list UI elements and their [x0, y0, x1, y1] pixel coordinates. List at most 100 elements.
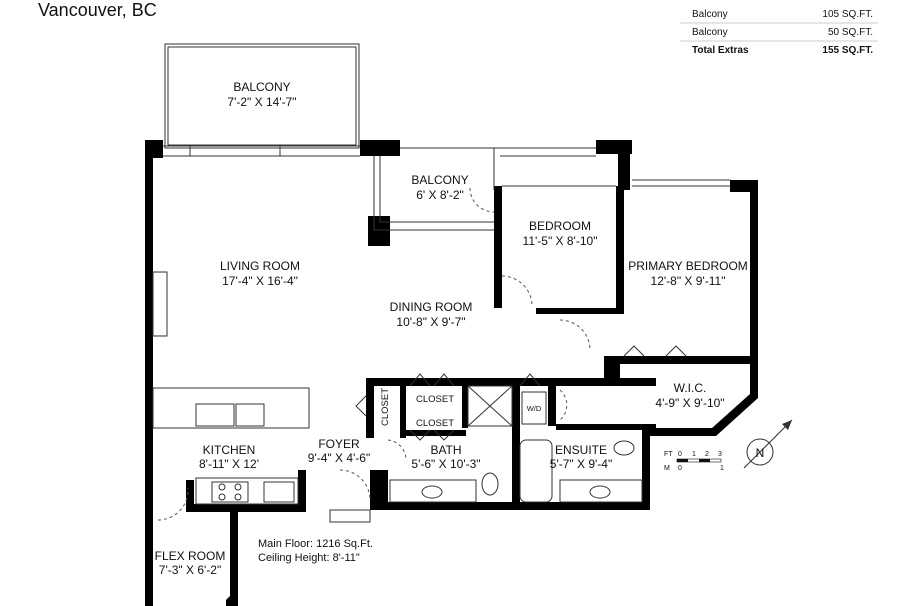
extras-total-value: 155 SQ.FT. — [822, 45, 873, 56]
closet-label-bottom: CLOSET — [416, 418, 454, 429]
bifold-door — [519, 373, 541, 387]
ensuite-toilet — [613, 440, 635, 456]
wall-kitchen-south — [186, 504, 306, 512]
bifold-door — [665, 345, 687, 357]
room-name-balcony-small: BALCONY — [411, 173, 468, 187]
bifold-door — [409, 429, 431, 441]
closet-label-top: CLOSET — [416, 394, 454, 405]
room-name-dining-room: DINING ROOM — [390, 300, 473, 314]
compass-needle — [743, 419, 793, 469]
wall-wd-east — [548, 378, 556, 426]
bifold-door — [433, 373, 455, 387]
compass-ring — [746, 438, 774, 466]
shower-x — [467, 385, 513, 427]
walls — [145, 140, 758, 606]
balcony-main-inner — [167, 46, 357, 146]
bifold-door — [355, 395, 367, 417]
bath-sink — [421, 485, 443, 499]
room-dims-balcony-main: 7'-2" X 14'-7" — [227, 95, 296, 109]
outlines — [152, 43, 730, 523]
fireplace — [152, 271, 168, 337]
main-floor-area: Main Floor: 1216 Sq.Ft. — [258, 538, 373, 550]
wall-column — [368, 216, 390, 246]
door-swing — [387, 439, 407, 461]
fridge — [263, 481, 295, 503]
wall-flex-stub — [186, 480, 194, 510]
extras-row-2-label: Balcony — [692, 27, 728, 38]
wall-corner — [145, 140, 163, 158]
wall-ensuite-top — [556, 424, 656, 430]
ceiling-height: Ceiling Height: 8'-11" — [258, 552, 360, 564]
door-swing — [559, 319, 591, 351]
page-title: Vancouver, BC — [38, 0, 157, 20]
wall-bedroom-east — [616, 186, 624, 312]
burner — [218, 493, 226, 501]
room-dims-kitchen: 8'-11" X 12' — [199, 457, 259, 471]
wall-bedroom-south — [536, 308, 624, 314]
room-name-ensuite: ENSUITE — [555, 443, 607, 457]
washer-dryer-label: W/D — [527, 404, 542, 413]
ensuite-vanity — [559, 479, 643, 503]
room-labels: BALCONY 7'-2" X 14'-7" BALCONY 6' X 8'-2… — [155, 80, 748, 577]
scale-ft-tick: 2 — [705, 451, 709, 458]
scale-ft-tick: 3 — [718, 451, 722, 458]
room-dims-dining-room: 10'-8" X 9'-7" — [396, 315, 465, 329]
door-swing — [157, 487, 189, 521]
bath-toilet — [481, 472, 499, 496]
bifold-door — [409, 373, 431, 387]
kitchen-sink — [195, 403, 235, 427]
burner — [234, 493, 242, 501]
door-swing — [559, 389, 568, 421]
kitchen-island — [152, 387, 310, 429]
room-name-living-room: LIVING ROOM — [220, 259, 300, 273]
entry-threshold — [329, 509, 371, 523]
scale-m-tick: 0 — [678, 465, 682, 472]
scale-ft-tick: 0 — [678, 451, 682, 458]
wall-core-west — [366, 378, 374, 438]
scale-bar-seg — [677, 459, 688, 462]
scale-ft-tick: 1 — [692, 451, 696, 458]
room-name-wic: W.I.C. — [674, 381, 707, 395]
room-name-bedroom: BEDROOM — [529, 219, 591, 233]
scale-m-label: M — [664, 465, 670, 472]
balcony-main-outline — [164, 43, 360, 149]
compass-icon: N — [743, 419, 793, 469]
scale-m-tick: 1 — [720, 465, 724, 472]
wall-flex-east — [226, 510, 238, 606]
scale-bar: FT 0 1 2 3 M 0 1 — [664, 451, 724, 472]
room-name-foyer: FOYER — [318, 437, 360, 451]
floor-summary: Main Floor: 1216 Sq.Ft. Ceiling Height: … — [258, 538, 373, 564]
scale-ft-label: FT — [664, 451, 673, 458]
wall-bedroom-west — [494, 186, 502, 308]
wall-wic-column — [604, 356, 620, 382]
bifold-door — [433, 429, 455, 441]
room-dims-bedroom: 11'-5" X 8'-10" — [523, 234, 598, 248]
wall-foyer-west — [298, 470, 306, 510]
door-swing — [469, 187, 495, 213]
room-dims-balcony-small: 6' X 8'-2" — [416, 188, 464, 202]
wall-wic-angle — [646, 362, 758, 436]
wall-north-column — [360, 140, 400, 156]
wall-foyer-column — [370, 470, 388, 510]
room-name-flex-room: FLEX ROOM — [155, 549, 226, 563]
wall-core-top — [366, 378, 656, 386]
closet-label-vertical: CLOSET — [380, 388, 391, 426]
room-dims-primary-bedroom: 12'-8" X 9'-11" — [651, 274, 726, 288]
room-name-balcony-main: BALCONY — [233, 80, 290, 94]
extras-row-1-value: 105 SQ.FT. — [822, 9, 873, 20]
wall-south — [380, 502, 650, 510]
room-dims-wic: 4'-9" X 9'-10" — [655, 396, 724, 410]
room-name-primary-bedroom: PRIMARY BEDROOM — [628, 259, 748, 273]
fixture-labels: CLOSET CLOSET CLOSET W/D — [380, 388, 542, 429]
shower — [467, 385, 513, 427]
bifold-door — [623, 345, 645, 357]
door-swing — [339, 469, 371, 501]
kitchen-counter — [195, 477, 299, 505]
compass-north-label: N — [756, 446, 765, 460]
burner — [234, 483, 242, 491]
washer-dryer — [521, 391, 547, 425]
balcony-small-outline — [373, 156, 494, 231]
bath-vanity — [389, 479, 477, 503]
kitchen-sink — [235, 403, 265, 427]
